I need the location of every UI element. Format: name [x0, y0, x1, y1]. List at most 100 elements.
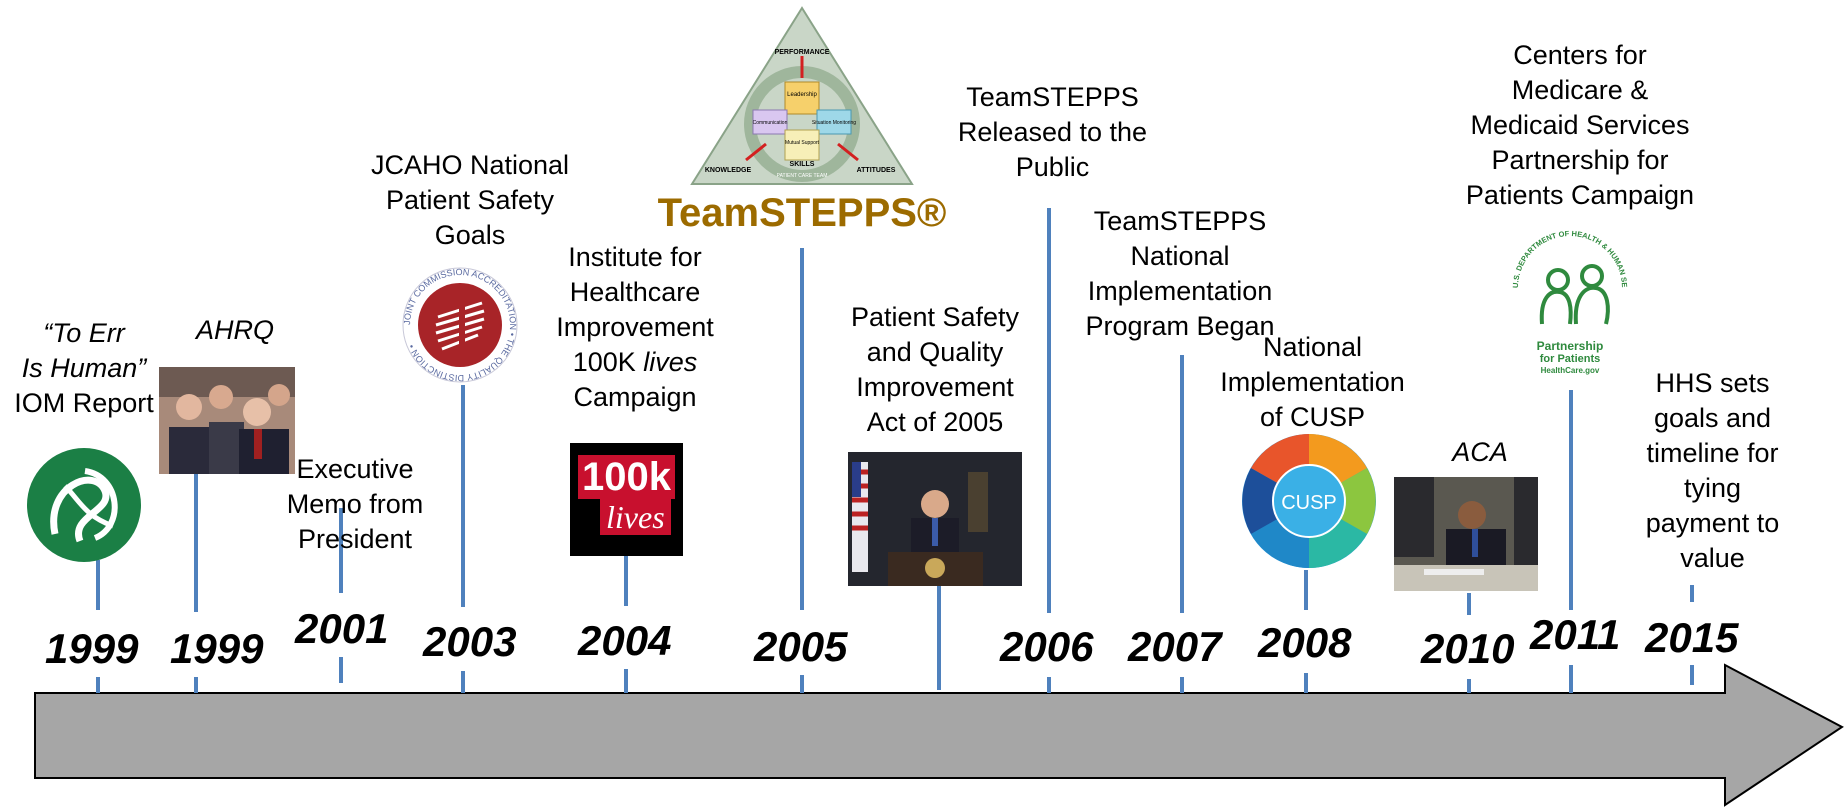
- partnership-for-patients-logo: U.S. DEPARTMENT OF HEALTH & HUMAN SERVIC…: [1500, 228, 1629, 375]
- connector-2015-bottom: [1690, 665, 1694, 685]
- connector-2011: [1569, 390, 1573, 610]
- quad-top: Leadership: [787, 92, 817, 98]
- event-hhs-line4: tying: [1683, 473, 1742, 503]
- pfp-url: HealthCare.gov: [1541, 366, 1600, 375]
- event-ihi-line4: 100K lives: [540, 345, 730, 380]
- event-released-line2: Released to the: [957, 117, 1148, 147]
- connector-2005-bottom: [800, 675, 804, 693]
- event-hhs-line5: payment to: [1645, 508, 1780, 538]
- connector-1999-ahrq: [194, 472, 198, 612]
- cusp-puzzle-logo: CUSP: [1242, 434, 1376, 568]
- event-cms-line2: Medicare &: [1511, 75, 1649, 105]
- event-ihi: Institute for Healthcare Improvement 100…: [540, 240, 730, 415]
- connector-2007-bottom: [1180, 677, 1184, 693]
- event-psqia-line1: Patient Safety: [850, 302, 1020, 332]
- year-label: 1999: [45, 625, 139, 672]
- event-iom-line1: “To Err: [43, 318, 125, 348]
- pfp-line1: Partnership: [1537, 339, 1604, 353]
- 100k-lives-logo: 100k lives: [570, 443, 683, 556]
- event-iom-report: “To Err Is Human” IOM Report: [4, 316, 164, 421]
- connector-2010-bottom: [1467, 679, 1471, 693]
- year-label: 2015: [1645, 614, 1739, 661]
- logo-100k-text: 100k: [578, 455, 675, 499]
- event-released: TeamSTEPPS Released to the Public: [940, 80, 1165, 185]
- connector-2015: [1690, 585, 1694, 602]
- year-label: 2005: [754, 623, 848, 670]
- event-hhs-line6: value: [1680, 543, 1745, 573]
- connector-2011-bottom: [1569, 665, 1573, 693]
- logo-lives-text: lives: [600, 499, 671, 535]
- cusp-logo-text: CUSP: [1281, 492, 1337, 514]
- event-nip-line3: Implementation: [1087, 276, 1273, 306]
- year-label: 2001: [295, 605, 389, 652]
- event-executive-memo: Executive Memo from President: [270, 452, 440, 557]
- event-exec-line3: President: [297, 524, 413, 554]
- year-label: 2004: [578, 617, 672, 664]
- event-ihi-line5: Campaign: [573, 382, 697, 412]
- triangle-bottom: SKILLS: [790, 161, 815, 168]
- connector-2001-bottom: [339, 657, 343, 683]
- event-cms-line1: Centers for: [1513, 40, 1647, 70]
- connector-2003-bottom: [461, 671, 465, 693]
- teamstepps-triangle-logo: PERFORMANCE KNOWLEDGE ATTITUDES SKILLS P…: [690, 6, 914, 185]
- event-cusp-line1: National: [1262, 332, 1363, 362]
- connector-2003: [461, 385, 465, 607]
- event-jcaho-line1: JCAHO National: [370, 150, 570, 180]
- event-iom-line2: Is Human”: [21, 353, 147, 383]
- connector-2004: [624, 556, 628, 606]
- event-ihi-lives: lives: [643, 347, 698, 377]
- year-label: 2003: [423, 618, 517, 665]
- connector-2004-bottom: [624, 669, 628, 693]
- event-cusp-line3: of CUSP: [1259, 402, 1366, 432]
- event-cms-line4: Partnership for: [1491, 145, 1669, 175]
- svg-text:U.S. DEPARTMENT OF HEALTH & HU: U.S. DEPARTMENT OF HEALTH & HUMAN SERVIC…: [1500, 228, 1629, 288]
- connector-2007: [1180, 355, 1184, 613]
- event-ahrq: AHRQ: [195, 315, 274, 345]
- quad-left: Communication: [753, 120, 788, 126]
- event-hhs-line2: goals and: [1653, 403, 1772, 433]
- event-cusp-line2: Implementation: [1220, 367, 1405, 397]
- event-jcaho: JCAHO National Patient Safety Goals: [355, 148, 585, 253]
- event-exec-line1: Executive: [296, 454, 414, 484]
- connector-2001: [339, 508, 343, 593]
- psqia-photo: [848, 452, 1022, 586]
- year-label: 2011: [1530, 611, 1621, 658]
- triangle-top: PERFORMANCE: [775, 49, 830, 56]
- event-hhs-line3: timeline for: [1646, 438, 1779, 468]
- event-exec-line2: Memo from: [286, 489, 424, 519]
- event-nip-line1: TeamSTEPPS: [1093, 206, 1267, 236]
- event-ihi-line3: Improvement: [556, 312, 714, 342]
- event-ihi-line1: Institute for: [568, 242, 702, 272]
- jcaho-seal-icon: JOINT COMMISSION ACCREDITATION • THE QUA…: [402, 267, 518, 383]
- connector-1999-iom-bottom: [96, 677, 100, 693]
- event-psqia-line3: Improvement: [856, 372, 1014, 402]
- event-released-line3: Public: [1015, 152, 1090, 182]
- quad-bottom: Mutual Support: [785, 140, 820, 146]
- event-nip-line2: National: [1130, 241, 1230, 271]
- event-ihi-100k: 100K: [572, 347, 644, 377]
- event-cms-line3: Medicaid Services: [1470, 110, 1690, 140]
- triangle-ring: PATIENT CARE TEAM: [777, 173, 828, 179]
- event-hhs-line1: HHS sets: [1655, 368, 1770, 398]
- year-label: 2006: [1000, 623, 1094, 670]
- event-aca: ACA: [1452, 437, 1508, 467]
- event-jcaho-line3: Goals: [434, 220, 506, 250]
- connector-2006-bottom: [1047, 677, 1051, 693]
- year-label: 2010: [1421, 625, 1515, 672]
- event-psqia-line2: and Quality: [866, 337, 1004, 367]
- event-cusp: National Implementation of CUSP: [1205, 330, 1420, 435]
- event-ihi-line2: Healthcare: [569, 277, 701, 307]
- event-psqia: Patient Safety and Quality Improvement A…: [835, 300, 1035, 440]
- triangle-right: ATTITUDES: [857, 167, 896, 174]
- event-nip-line4: Program Began: [1085, 311, 1275, 341]
- connector-1999-iom: [96, 560, 100, 610]
- triangle-left: KNOWLEDGE: [705, 167, 752, 174]
- year-label: 1999: [170, 625, 264, 672]
- quad-right: Situation Monitoring: [812, 120, 856, 126]
- pfp-ring-text: U.S. DEPARTMENT OF HEALTH & HUMAN SERVIC…: [1500, 228, 1629, 288]
- iom-logo-icon: [27, 448, 141, 562]
- teamstepps-brand: TeamSTEPPS®: [657, 191, 947, 235]
- event-national-implementation-program: TeamSTEPPS National Implementation Progr…: [1070, 204, 1290, 344]
- event-jcaho-line2: Patient Safety: [385, 185, 555, 215]
